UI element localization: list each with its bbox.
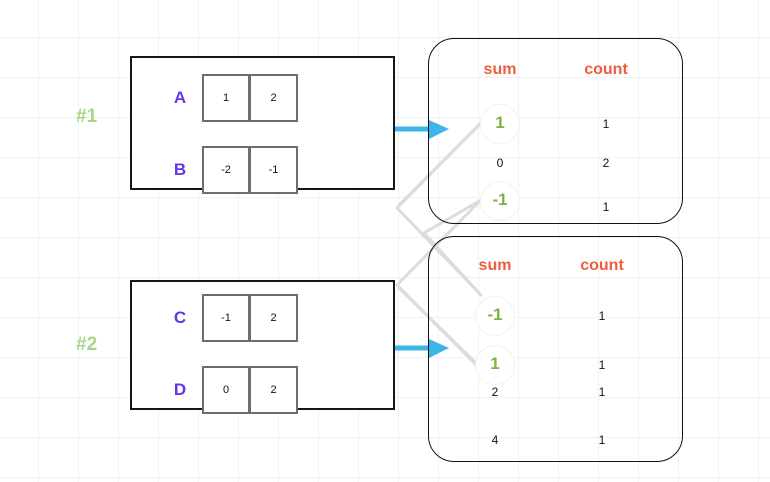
- array-row-label-a: A: [173, 88, 187, 107]
- result1-sum-1: 0: [496, 156, 504, 170]
- array-row-b: B -2 -1: [158, 146, 298, 194]
- result2-sum-0: -1: [487, 305, 503, 324]
- result2-header-count: count: [580, 257, 624, 274]
- array-row-label-c: C: [173, 308, 187, 327]
- array-row-d: D 0 2: [158, 366, 298, 414]
- result2-sum-3: 4: [491, 433, 499, 447]
- array-block-1: A 1 2 B -2 -1: [130, 56, 395, 194]
- result1-sum-2: -1: [492, 190, 508, 209]
- array-row-label-b: B: [173, 160, 187, 179]
- result2-header-sum: sum: [478, 257, 512, 274]
- array-row-label-d: D: [173, 380, 187, 399]
- group-label-2: #2: [76, 334, 98, 355]
- result1-count-1: 2: [602, 156, 610, 170]
- result2-highlight-circle-0: [475, 296, 515, 336]
- result2-sum-1: 1: [490, 354, 500, 373]
- result-box-1: sum count 1 1 0 2 -1 1: [428, 38, 683, 224]
- result2-highlight-circle-1: [475, 345, 515, 385]
- result2-count-3: 1: [598, 433, 606, 447]
- result1-sum-0: 1: [495, 113, 505, 132]
- array-row-a: A 1 2: [158, 74, 298, 122]
- group-label-1: #1: [76, 106, 98, 127]
- result2-count-1: 1: [598, 358, 606, 372]
- array-cell-c-1: 2: [250, 294, 298, 342]
- array-row-c: C -1 2: [158, 294, 298, 342]
- result1-highlight-circle-0: [480, 104, 520, 144]
- array-cell-d-0: 0: [202, 366, 250, 414]
- array-cell-a-0: 1: [202, 74, 250, 122]
- array-cell-a-1: 2: [250, 74, 298, 122]
- result1-count-0: 1: [602, 117, 610, 131]
- result-box-2: sum count -1 1 1 1 2 1 4 1: [428, 236, 683, 462]
- result1-highlight-circle-2: [480, 181, 520, 221]
- array-cell-d-1: 2: [250, 366, 298, 414]
- array-cell-b-1: -1: [250, 146, 298, 194]
- array-cell-c-0: -1: [202, 294, 250, 342]
- array-cells-b: -2 -1: [202, 146, 298, 194]
- array-cells-a: 1 2: [202, 74, 298, 122]
- result2-sum-2: 2: [491, 385, 499, 399]
- result2-count-0: 1: [598, 309, 606, 323]
- result1-header-sum: sum: [483, 61, 517, 78]
- result1-header-count: count: [584, 61, 628, 78]
- result1-count-2: 1: [602, 200, 610, 214]
- array-cells-c: -1 2: [202, 294, 298, 342]
- result2-count-2: 1: [598, 385, 606, 399]
- array-cell-b-0: -2: [202, 146, 250, 194]
- array-cells-d: 0 2: [202, 366, 298, 414]
- array-block-2: C -1 2 D 0 2: [130, 280, 395, 414]
